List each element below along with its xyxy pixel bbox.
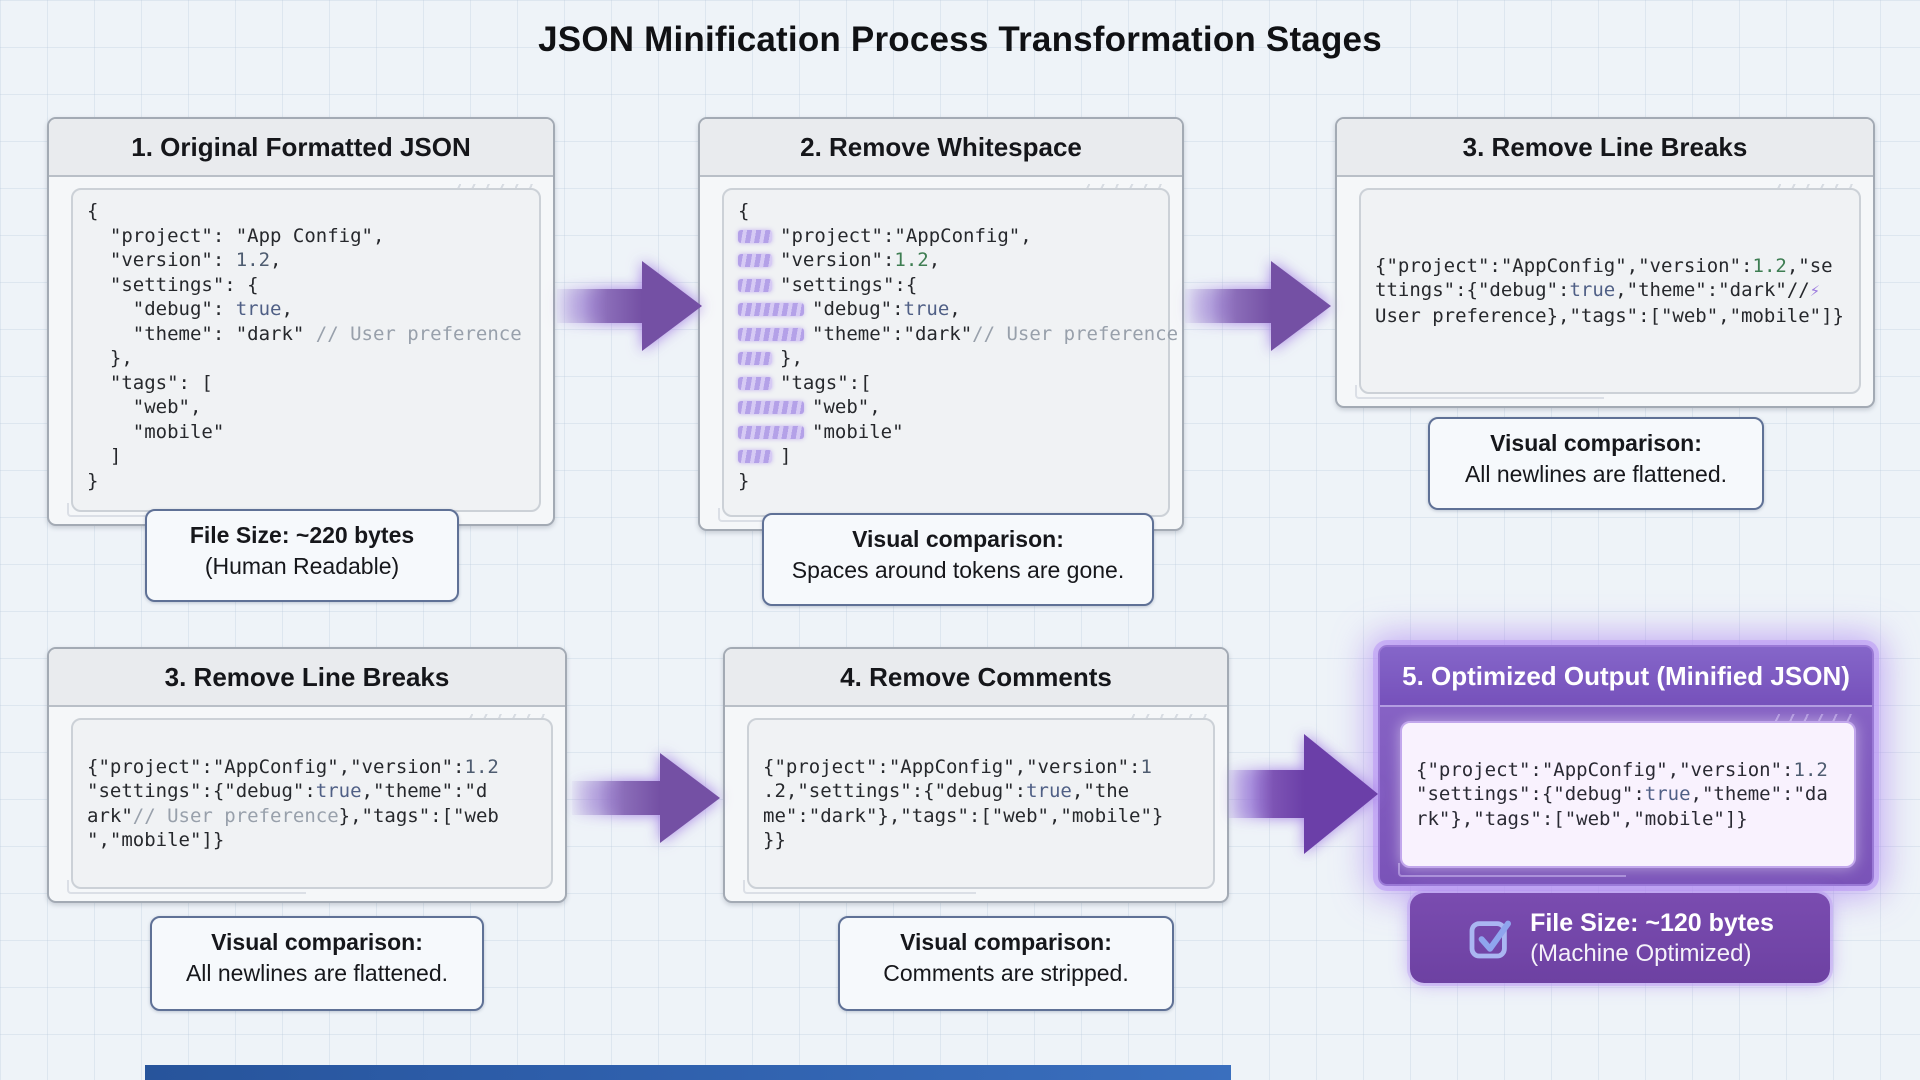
panel-original-formatted-json: 1. Original Formatted JSON { "project": … [47,117,555,526]
arrow-head [660,753,720,843]
code-block: {"project":"AppConfig","version":1.2"set… [71,718,553,889]
code-block: {"project":"AppConfig","version":1.2,"se… [1359,188,1861,394]
panel-header: 4. Remove Comments [725,649,1227,707]
arrow-head [642,261,702,351]
arrow-tail [557,289,642,323]
badge-bold-text: File Size: ~120 bytes [1530,909,1774,937]
arrow-tail [572,781,660,815]
badge-sub-text: (Machine Optimized) [1530,940,1752,967]
panel-body: { "project": "App Config", "version": 1.… [49,177,553,524]
arrow-head [1304,734,1378,854]
caption-text: All newlines are flattened. [1464,461,1728,487]
arrow-tail [1185,289,1271,323]
panel-body: {"project":"AppConfig","version":1.2,"se… [725,707,1227,901]
code-block: {"project":"AppConfig","version":1.2"set… [1400,721,1856,868]
caption-bold-text: Visual comparison: [211,929,423,955]
panel-optimized-output: 5. Optimized Output (Minified JSON) {"pr… [1378,645,1874,886]
arrow-tail [1228,770,1304,818]
caption-visual-comparison-comments: Visual comparison: Comments are stripped… [838,916,1174,1011]
caption-bold-text: Visual comparison: [900,929,1112,955]
caption-visual-comparison-linebreaks-bottom: Visual comparison: All newlines are flat… [150,916,484,1011]
bottom-blue-bar [145,1065,1231,1080]
arrow-right-icon [572,753,720,843]
caption-bold-text: Visual comparison: [852,526,1064,552]
caption-text: Comments are stripped. [883,960,1129,986]
panel-body: {"project":"AppConfig","version":1.2"set… [49,707,565,901]
panel-body: {"project":"AppConfig","version":1.2"set… [1380,707,1872,884]
caption-visual-comparison-linebreaks-top: Visual comparison: All newlines are flat… [1428,417,1764,510]
caption-text: All newlines are flattened. [185,960,449,986]
panel-header: 3. Remove Line Breaks [1337,119,1873,177]
arrow-right-icon [557,261,702,351]
caption-bold-text: Visual comparison: [1490,430,1702,456]
code-block: {"project":"AppConfig","version":1.2,"se… [722,188,1178,517]
caption-text: Spaces around tokens are gone. [791,557,1125,583]
checkbox-check-icon [1469,920,1512,959]
arrow-right-icon [1185,261,1331,351]
code-block: {"project":"AppConfig","version":1.2,"se… [747,718,1215,889]
page-title: JSON Minification Process Transformation… [538,20,1382,59]
file-size-badge: File Size: ~120 bytes (Machine Optimized… [1410,893,1830,983]
badge-text-group: File Size: ~120 bytes (Machine Optimized… [1530,907,1774,969]
caption-bold-text: File Size: ~220 bytes [189,522,415,548]
panel-body: {"project":"AppConfig","version":1.2,"se… [1337,177,1873,406]
arrow-head [1271,261,1331,351]
panel-remove-line-breaks-top: 3. Remove Line Breaks {"project":"AppCon… [1335,117,1875,408]
panel-remove-comments: 4. Remove Comments {"project":"AppConfig… [723,647,1229,903]
arrow-right-icon [1228,734,1378,854]
panel-header: 1. Original Formatted JSON [49,119,553,177]
caption-visual-comparison-whitespace: Visual comparison: Spaces around tokens … [762,513,1154,606]
panel-header: 3. Remove Line Breaks [49,649,565,707]
caption-text: (Human Readable) [204,553,400,579]
panel-body: {"project":"AppConfig","version":1.2,"se… [700,177,1182,529]
caption-file-size-original: File Size: ~220 bytes (Human Readable) [145,509,459,602]
panel-header: 2. Remove Whitespace [700,119,1182,177]
panel-header: 5. Optimized Output (Minified JSON) [1380,647,1872,707]
panel-remove-line-breaks-bottom: 3. Remove Line Breaks {"project":"AppCon… [47,647,567,903]
code-block: { "project": "App Config", "version": 1.… [71,188,541,512]
panel-remove-whitespace: 2. Remove Whitespace {"project":"AppConf… [698,117,1184,531]
